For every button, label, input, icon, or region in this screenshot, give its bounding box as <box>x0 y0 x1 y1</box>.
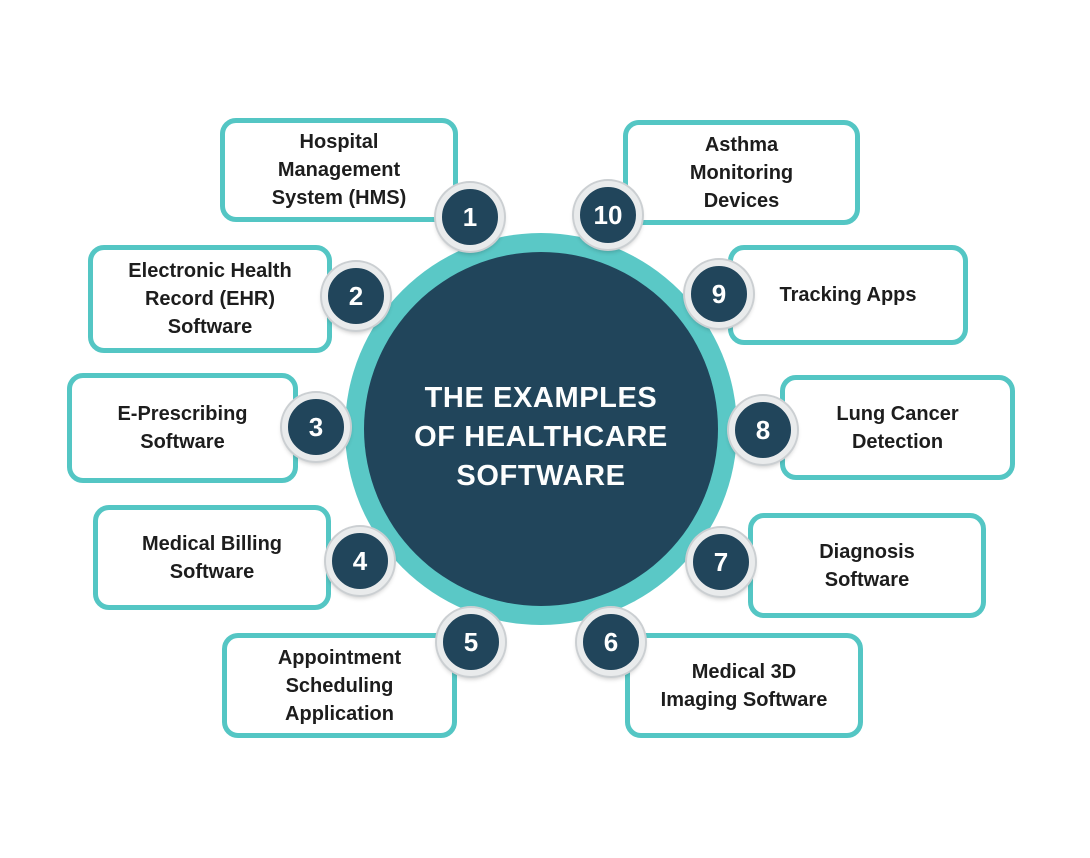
item-label: Appointment Scheduling Application <box>277 646 402 725</box>
item-box-hospital-management-system: Hospital Management System (HMS) <box>220 118 458 222</box>
item-label: Diagnosis Software <box>819 540 915 591</box>
center-circle: THE EXAMPLES OF HEALTHCARE SOFTWARE <box>364 252 718 606</box>
item-box-diagnosis-software: Diagnosis Software <box>748 513 986 618</box>
item-box-appointment-scheduling: Appointment Scheduling Application <box>222 633 457 738</box>
item-label: Electronic Health Record (EHR) Software <box>128 260 292 338</box>
item-number-badge-2: 2 <box>322 262 390 330</box>
item-number-badge-9: 9 <box>685 260 753 328</box>
item-label: Asthma Monitoring Devices <box>689 133 794 212</box>
item-label: Medical Billing Software <box>141 532 283 583</box>
item-number-badge-8: 8 <box>729 396 797 464</box>
item-number-badge-6: 6 <box>577 608 645 676</box>
item-box-electronic-health-record: Electronic Health Record (EHR) Software <box>88 245 332 353</box>
item-label: E-Prescribing Software <box>117 403 248 453</box>
diagram-title: THE EXAMPLES OF HEALTHCARE SOFTWARE <box>414 381 668 492</box>
item-number-badge-1: 1 <box>436 183 504 251</box>
item-box-medical-3d-imaging: Medical 3D Imaging Software <box>625 633 863 738</box>
center-ring: THE EXAMPLES OF HEALTHCARE SOFTWARE <box>345 233 737 625</box>
item-label: Lung Cancer Detection <box>836 402 959 453</box>
item-number-badge-10: 10 <box>574 181 642 249</box>
item-label: Medical 3D Imaging Software <box>660 660 828 711</box>
item-box-asthma-monitoring: Asthma Monitoring Devices <box>623 120 860 225</box>
item-number-badge-4: 4 <box>326 527 394 595</box>
item-box-tracking-apps: Tracking Apps <box>728 245 968 345</box>
item-box-e-prescribing: E-Prescribing Software <box>67 373 298 483</box>
item-number-badge-3: 3 <box>282 393 350 461</box>
item-number-badge-7: 7 <box>687 528 755 596</box>
item-label: Hospital Management System (HMS) <box>271 131 407 209</box>
item-box-lung-cancer-detection: Lung Cancer Detection <box>780 375 1015 480</box>
item-box-medical-billing: Medical Billing Software <box>93 505 331 610</box>
item-number-badge-5: 5 <box>437 608 505 676</box>
item-label: Tracking Apps <box>779 284 917 306</box>
